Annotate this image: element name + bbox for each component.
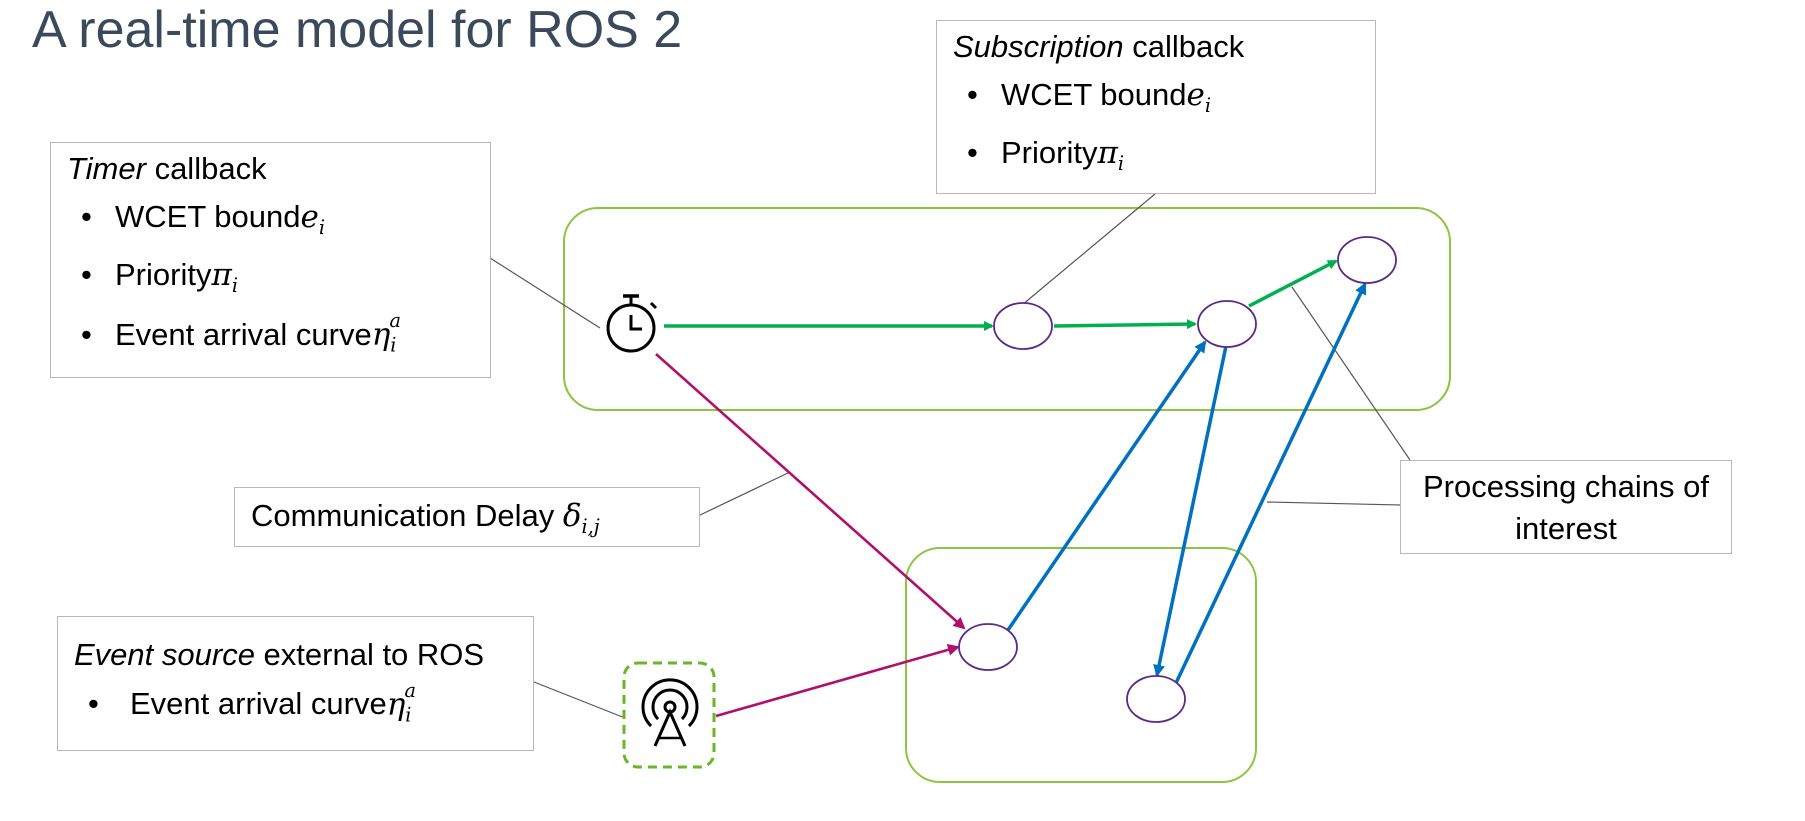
timer-callback-heading: Timer callback <box>67 151 267 186</box>
event-source-box: Event source external to ROS • Event arr… <box>57 616 534 751</box>
timer-leader-line <box>489 257 601 329</box>
edge-source-to-lowsub <box>715 643 960 718</box>
processing-chains-box: Processing chains of interest <box>1400 460 1732 554</box>
chains-leader-line-b <box>1266 501 1401 506</box>
edge-sub2-to-lowsub2 <box>1153 345 1228 677</box>
subscription-node-2 <box>1197 300 1257 348</box>
timer-bullet-wcet: • WCET bound ei <box>81 199 326 240</box>
subscription-bullet-wcet: • WCET bound ei <box>967 77 1212 118</box>
comm-delay-leader-line <box>697 471 791 517</box>
communication-delay-box: Communication Delay δi,j <box>234 487 700 547</box>
timer-bullet-priority: • Priority πi <box>81 257 238 298</box>
event-source-heading: Event source external to ROS <box>74 637 485 672</box>
subscription-leader-line <box>1021 193 1156 306</box>
edge-lowsub-to-sub2 <box>1006 340 1207 631</box>
timer-bullet-arrival-curve: • Event arrival curve ηia <box>81 309 401 357</box>
stopwatch-icon <box>606 294 658 353</box>
event-source-bullet-arrival-curve: • Event arrival curve ηia <box>88 679 416 727</box>
edge-lowsub2-to-sub3 <box>1174 282 1367 684</box>
edge-timer-to-lowsub <box>655 353 966 630</box>
antenna-tower-icon <box>622 661 716 769</box>
subscription-callback-heading: Subscription callback <box>953 29 1245 64</box>
subscription-node-3 <box>1337 236 1397 284</box>
lower-subscription-node-1 <box>958 623 1018 671</box>
upper-node-group <box>563 207 1451 411</box>
edge-sub2-to-sub3 <box>1248 259 1338 308</box>
event-source-leader-line <box>533 681 626 719</box>
subscription-bullet-priority: • Priority πi <box>967 135 1124 176</box>
lower-subscription-node-2 <box>1126 675 1186 723</box>
slide-title: A real-time model for ROS 2 <box>32 1 683 59</box>
timer-callback-box: Timer callback • WCET bound ei • Priorit… <box>50 142 491 378</box>
subscription-node-1 <box>993 302 1053 350</box>
chains-leader-line-a <box>1291 286 1411 461</box>
subscription-callback-box: Subscription callback • WCET bound ei • … <box>936 20 1376 194</box>
edge-sub1-to-sub2 <box>1053 319 1197 330</box>
lower-node-group <box>905 547 1257 783</box>
